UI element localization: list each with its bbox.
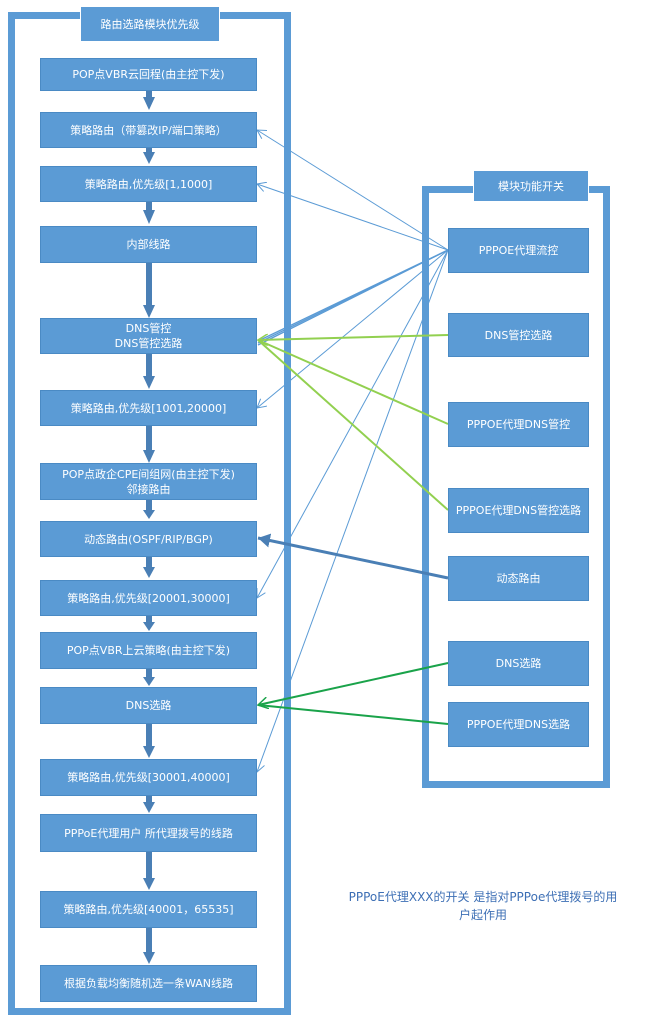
step-vbr-cloud-policy: POP点VBR上云策略(由主控下发)	[40, 632, 257, 669]
step-dns-route: DNS选路	[40, 687, 257, 724]
flow-arrows	[143, 91, 155, 964]
step-policy-route-1-1000: 策略路由,优先级[1,1000]	[40, 166, 257, 202]
step-policy-route-tamper: 策略路由（带篡改IP/端口策略）	[40, 112, 257, 148]
step-cpe-networking: POP点政企CPE间组网(由主控下发) 邻接路由	[40, 463, 257, 500]
switch-dns-control-route: DNS管控选路	[448, 313, 589, 357]
switch-pppoe-dns-control: PPPOE代理DNS管控	[448, 402, 589, 447]
step-dynamic-route: 动态路由(OSPF/RIP/BGP)	[40, 521, 257, 557]
switch-pppoe-dns-control-route: PPPOE代理DNS管控选路	[448, 488, 589, 533]
step-load-balance-wan: 根据负载均衡随机选一条WAN线路	[40, 965, 257, 1002]
switch-pppoe-dns-route: PPPOE代理DNS选路	[448, 702, 589, 747]
switch-dynamic-route: 动态路由	[448, 556, 589, 601]
step-vbr-cloud-return: POP点VBR云回程(由主控下发)	[40, 58, 257, 91]
priority-title: 路由选路模块优先级	[80, 6, 220, 42]
switch-title: 模块功能开关	[473, 170, 589, 202]
step-policy-route-1001-20000: 策略路由,优先级[1001,20000]	[40, 390, 257, 426]
switch-pppoe-flow-control: PPPOE代理流控	[448, 228, 589, 273]
dns-control-links	[258, 335, 449, 511]
pppoe-flow-links	[257, 130, 449, 772]
step-policy-route-30001-40000: 策略路由,优先级[30001,40000]	[40, 759, 257, 796]
footnote: PPPoE代理XXX的开关 是指对PPPoe代理拨号的用 户起作用	[348, 890, 618, 922]
dns-route-links	[258, 662, 449, 725]
step-dns-control: DNS管控 DNS管控选路	[40, 318, 257, 354]
dynamic-route-link	[257, 533, 449, 580]
step-pppoe-proxy-line: PPPoE代理用户 所代理拨号的线路	[40, 814, 257, 852]
step-policy-route-20001-30000: 策略路由,优先级[20001,30000]	[40, 580, 257, 616]
switch-dns-route: DNS选路	[448, 641, 589, 686]
step-policy-route-40001-65535: 策略路由,优先级[40001，65535]	[40, 891, 257, 928]
step-internal-line: 内部线路	[40, 226, 257, 263]
